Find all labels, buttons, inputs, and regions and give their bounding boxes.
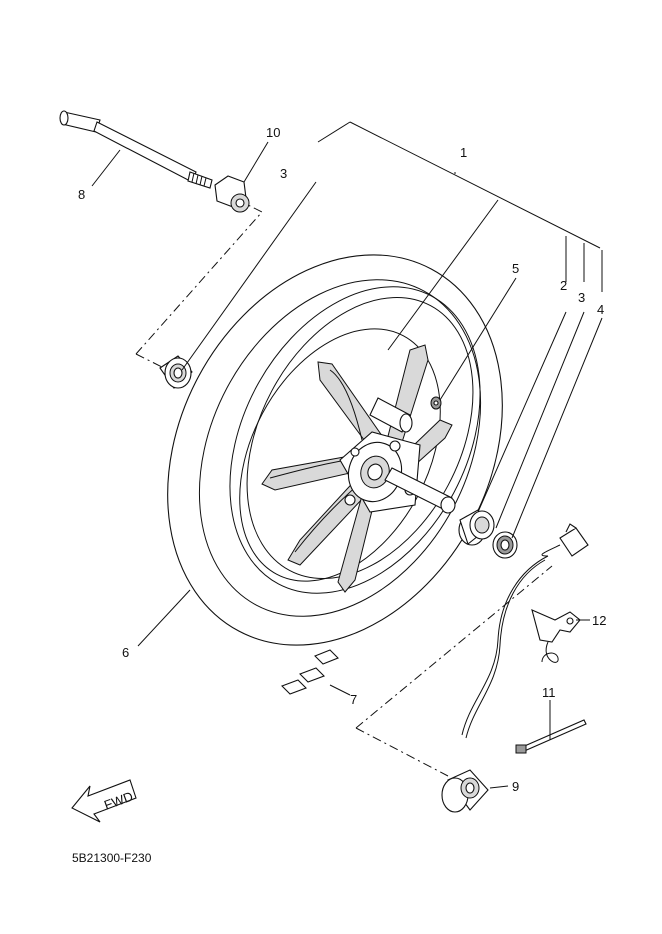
fwd-arrow-icon: FWD bbox=[71, 779, 137, 823]
callout-3-left: 3 bbox=[280, 166, 287, 181]
callout-3-right: 3 bbox=[578, 290, 585, 305]
callout-6: 6 bbox=[122, 645, 129, 660]
valve-stem bbox=[430, 396, 442, 410]
callout-5: 5 bbox=[512, 261, 519, 276]
left-bearing bbox=[159, 355, 193, 389]
callout-11: 11 bbox=[542, 685, 556, 700]
callout-1: 1 bbox=[460, 145, 467, 160]
diagram-code: 5B21300-F230 bbox=[72, 851, 152, 865]
sensor-wire bbox=[461, 555, 549, 736]
wheel-axle bbox=[59, 110, 213, 189]
callout-9: 9 bbox=[512, 779, 519, 794]
callout-4: 4 bbox=[597, 302, 604, 317]
oil-seal bbox=[492, 531, 518, 559]
callout-7: 7 bbox=[350, 692, 357, 707]
right-bearing bbox=[458, 509, 495, 546]
front-wheel bbox=[167, 254, 503, 646]
callout-8: 8 bbox=[78, 187, 85, 202]
callout-10: 10 bbox=[266, 125, 280, 140]
wheel-hub bbox=[339, 397, 456, 514]
cable-tie bbox=[515, 719, 587, 754]
axle-nut bbox=[214, 175, 250, 213]
callout-2: 2 bbox=[560, 278, 567, 293]
sensor-connector bbox=[541, 523, 589, 557]
wheel-sensor bbox=[441, 769, 489, 813]
sensor-bracket bbox=[531, 609, 581, 663]
callout-12: 12 bbox=[592, 613, 606, 628]
balance-weights bbox=[281, 649, 339, 695]
